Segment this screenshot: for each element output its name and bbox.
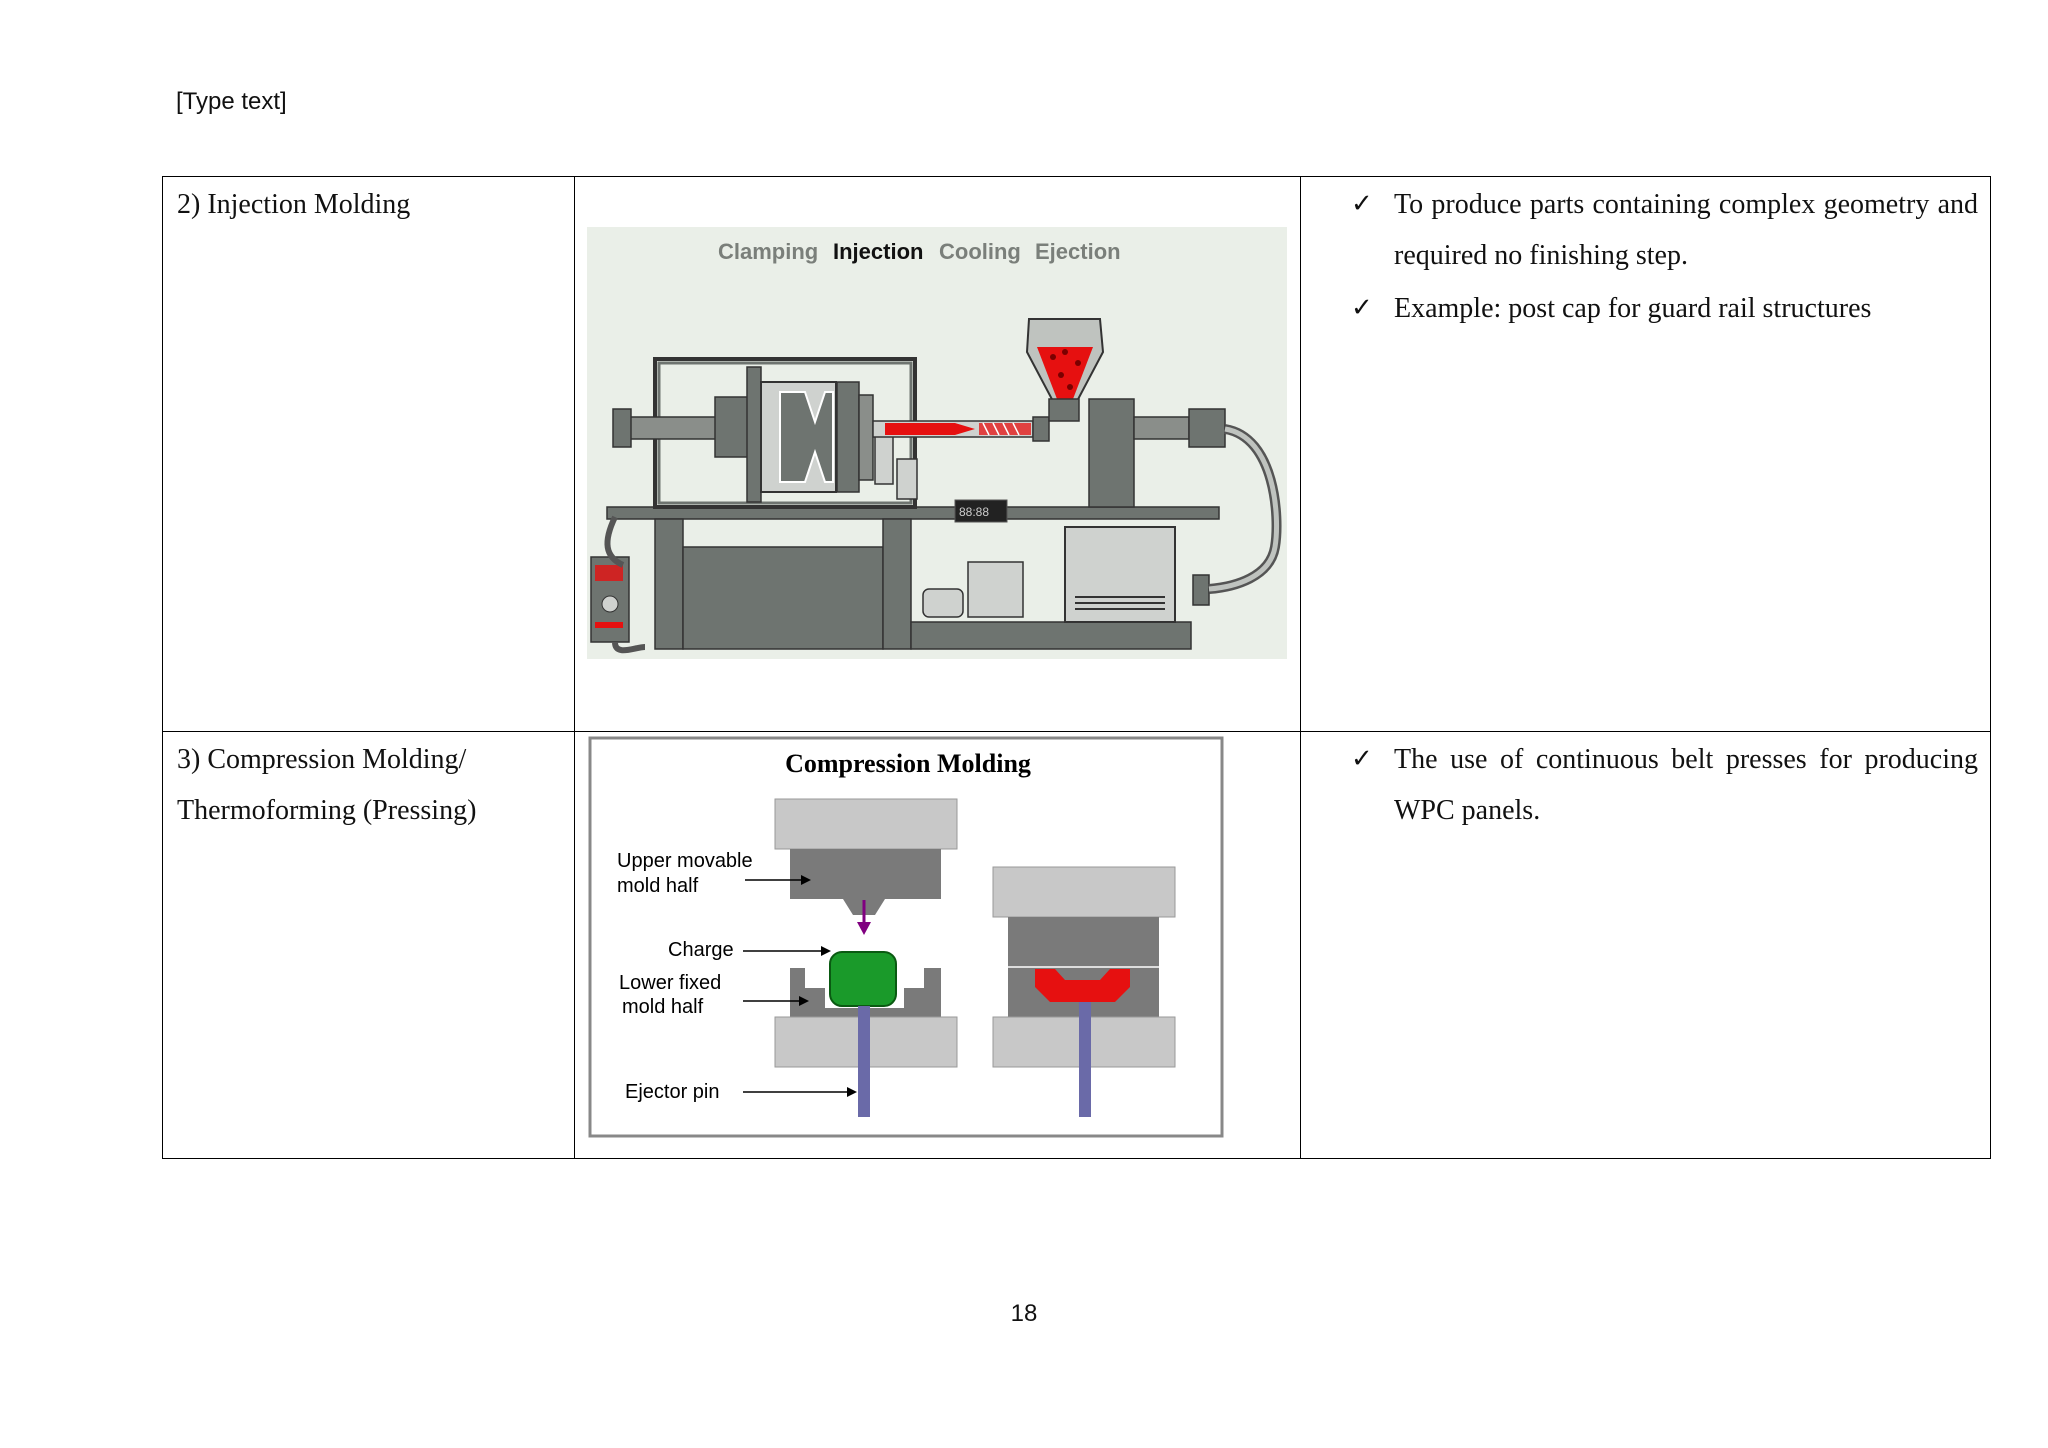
table-row: 2) Injection Molding Clamping Injection … bbox=[162, 176, 1991, 732]
description-cell: ✓The use of continuous belt presses for … bbox=[1300, 731, 1991, 1159]
list-item: ✓The use of continuous belt presses for … bbox=[1301, 734, 1990, 836]
label-lower-fixed: Lower fixed bbox=[619, 972, 721, 994]
label-lower-mold-half: mold half bbox=[622, 996, 704, 1018]
control-display-icon: 88:88 bbox=[959, 505, 989, 519]
mold-open bbox=[774, 798, 958, 1117]
injection-machine: 88:88 bbox=[590, 318, 1282, 654]
checkmark-icon: ✓ bbox=[1351, 744, 1373, 774]
mold-closed bbox=[992, 866, 1176, 1117]
checkmark-icon: ✓ bbox=[1351, 293, 1373, 323]
method-name: 2) Injection Molding bbox=[177, 189, 411, 220]
label-upper-movable: Upper movable bbox=[617, 850, 753, 872]
step-ejection: Ejection bbox=[1035, 239, 1121, 264]
page-number: 18 bbox=[1010, 1300, 1038, 1327]
label-ejector-pin: Ejector pin bbox=[625, 1081, 720, 1103]
checkmark-icon: ✓ bbox=[1351, 189, 1373, 219]
page-header: [Type text] bbox=[176, 88, 287, 115]
compression-molding-figure: Compression Molding bbox=[588, 736, 1224, 1138]
table-row: 3) Compression Molding/ Thermoforming (P… bbox=[162, 731, 1991, 1159]
label-upper-mold-half: mold half bbox=[617, 875, 699, 897]
figure-title: Compression Molding bbox=[785, 749, 1031, 778]
list-item: ✓To produce parts containing complex geo… bbox=[1301, 179, 1990, 281]
figure-labels: Upper movable mold half Charge Lower fix… bbox=[617, 850, 857, 1103]
method-cell: 3) Compression Molding/ Thermoforming (P… bbox=[162, 731, 575, 1159]
description-cell: ✓To produce parts containing complex geo… bbox=[1300, 176, 1991, 732]
step-cooling: Cooling bbox=[939, 239, 1021, 264]
step-clamping: Clamping bbox=[718, 239, 818, 264]
method-name: 3) Compression Molding/ Thermoforming (P… bbox=[177, 744, 477, 826]
process-table: 2) Injection Molding Clamping Injection … bbox=[162, 176, 1991, 1159]
step-injection: Injection bbox=[833, 239, 923, 264]
bullet-list: ✓To produce parts containing complex geo… bbox=[1301, 179, 1990, 334]
method-cell: 2) Injection Molding bbox=[162, 176, 575, 732]
bullet-list: ✓The use of continuous belt presses for … bbox=[1301, 734, 1990, 836]
label-charge: Charge bbox=[668, 939, 734, 961]
list-item: ✓Example: post cap for guard rail struct… bbox=[1301, 283, 1990, 334]
figure-cell: Clamping Injection Cooling Ejection bbox=[574, 176, 1301, 732]
figure-cell: Compression Molding bbox=[574, 731, 1301, 1159]
injection-molding-figure: Clamping Injection Cooling Ejection bbox=[587, 227, 1287, 659]
